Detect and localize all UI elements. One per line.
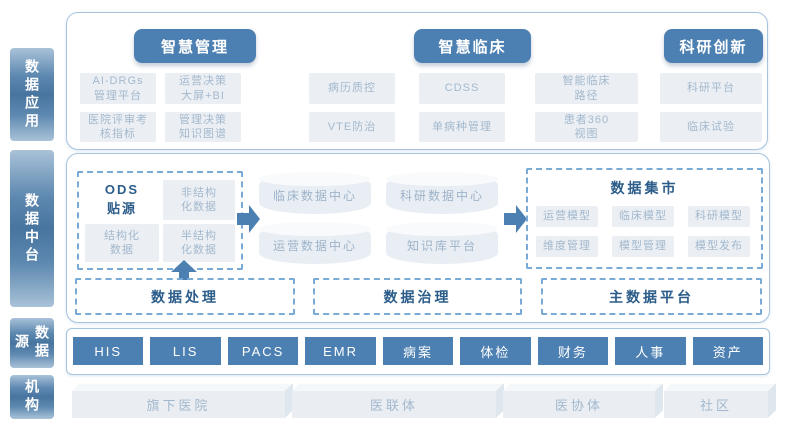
app-item: 患者360 视图 <box>535 112 638 142</box>
org-slab-medical-association: 医协体 <box>503 391 655 418</box>
ods-item: 结构化 数据 <box>85 224 159 262</box>
ods-source-title: ODS 贴源 <box>104 182 140 216</box>
section-title: 数据治理 <box>383 288 452 305</box>
mart-item: 运营模型 <box>536 206 598 227</box>
source-system-hr: 人事 <box>615 337 686 365</box>
section-title: 主数据平台 <box>609 288 694 305</box>
smart-management-button: 智慧管理 <box>134 29 256 63</box>
app-item: 医院评审考 核指标 <box>80 112 156 142</box>
rail-label-data-platform: 数据中台 <box>10 150 54 307</box>
mart-item: 模型管理 <box>612 236 674 257</box>
org-label: 医协体 <box>554 398 603 413</box>
data-application-panel: 智慧管理 智慧临床 科研创新 AI-DRGs 管理平台 运营决策 大屏+BI 病… <box>66 12 768 150</box>
ods-item: 非结构 化数据 <box>163 180 235 220</box>
app-item: 病历质控 <box>309 73 395 104</box>
database-cylinder-operation: 运营数据中心 <box>259 222 371 264</box>
org-slab-community: 社区 <box>664 391 768 418</box>
research-innovation-button: 科研创新 <box>664 29 763 63</box>
source-system-assets: 资产 <box>692 337 763 365</box>
app-item: 运营决策 大屏+BI <box>165 73 241 104</box>
arrow-up-icon <box>171 260 197 280</box>
section-title: 数据处理 <box>151 288 219 305</box>
app-item: 管理决策 知识图谱 <box>165 112 241 142</box>
source-systems-row: HIS LIS PACS EMR 病案 体检 财务 人事 资产 <box>73 337 763 365</box>
app-item: CDSS <box>419 73 505 104</box>
mart-item: 维度管理 <box>536 236 598 257</box>
cylinder-label: 知识库平台 <box>406 239 477 253</box>
source-system-medical-records: 病案 <box>382 337 454 365</box>
data-middle-platform-panel: ODS 贴源 非结构 化数据 结构化 数据 半结构 化数据 临床数据中心 科研数… <box>66 153 770 323</box>
app-item: VTE防治 <box>309 112 395 142</box>
source-system-physical-exam: 体检 <box>460 337 531 365</box>
source-system-finance: 财务 <box>537 337 609 365</box>
rail-label-data-source: 数据源 <box>10 318 54 368</box>
cylinder-label: 临床数据中心 <box>272 189 357 203</box>
source-system-lis: LIS <box>150 337 221 365</box>
org-slab-medical-alliance: 医联体 <box>292 391 496 418</box>
rail-label-institution: 机构 <box>10 375 54 419</box>
app-item: 单病种管理 <box>419 112 505 142</box>
data-mart-title: 数据集市 <box>610 180 679 196</box>
arrow-right-icon <box>504 205 527 233</box>
master-data-platform-section: 主数据平台 <box>541 278 762 315</box>
app-item: 智能临床 路径 <box>535 73 638 104</box>
arrow-right-icon <box>237 205 260 233</box>
source-system-his: HIS <box>73 337 144 365</box>
database-cylinder-research: 科研数据中心 <box>386 172 498 214</box>
rail-label-data-application: 数据应用 <box>10 48 54 141</box>
org-label: 医联体 <box>369 398 418 413</box>
app-item: AI-DRGs 管理平台 <box>80 73 156 104</box>
mart-item: 科研模型 <box>688 206 750 227</box>
cylinder-label: 科研数据中心 <box>399 189 484 203</box>
database-cylinder-clinical: 临床数据中心 <box>259 172 371 214</box>
mart-item: 临床模型 <box>612 206 674 227</box>
ods-item: 半结构 化数据 <box>163 224 235 262</box>
org-label: 社区 <box>699 398 732 413</box>
cylinder-label: 运营数据中心 <box>272 239 357 253</box>
data-mart-group: 数据集市 运营模型 临床模型 科研模型 维度管理 模型管理 模型发布 <box>526 168 763 269</box>
database-cylinder-knowledge: 知识库平台 <box>386 222 498 264</box>
data-processing-section: 数据处理 <box>75 278 295 315</box>
mart-item: 模型发布 <box>688 236 750 257</box>
org-label: 旗下医院 <box>146 398 211 413</box>
org-slab-subsidiary-hospitals: 旗下医院 <box>72 391 285 418</box>
source-system-pacs: PACS <box>227 337 299 365</box>
ods-source-group: ODS 贴源 非结构 化数据 结构化 数据 半结构 化数据 <box>77 171 243 270</box>
smart-clinical-button: 智慧临床 <box>414 29 531 63</box>
data-governance-section: 数据治理 <box>313 278 522 315</box>
app-item: 临床试验 <box>660 112 762 142</box>
data-source-panel: HIS LIS PACS EMR 病案 体检 财务 人事 资产 <box>66 328 770 375</box>
app-item: 科研平台 <box>660 73 762 104</box>
source-system-emr: EMR <box>305 337 376 365</box>
